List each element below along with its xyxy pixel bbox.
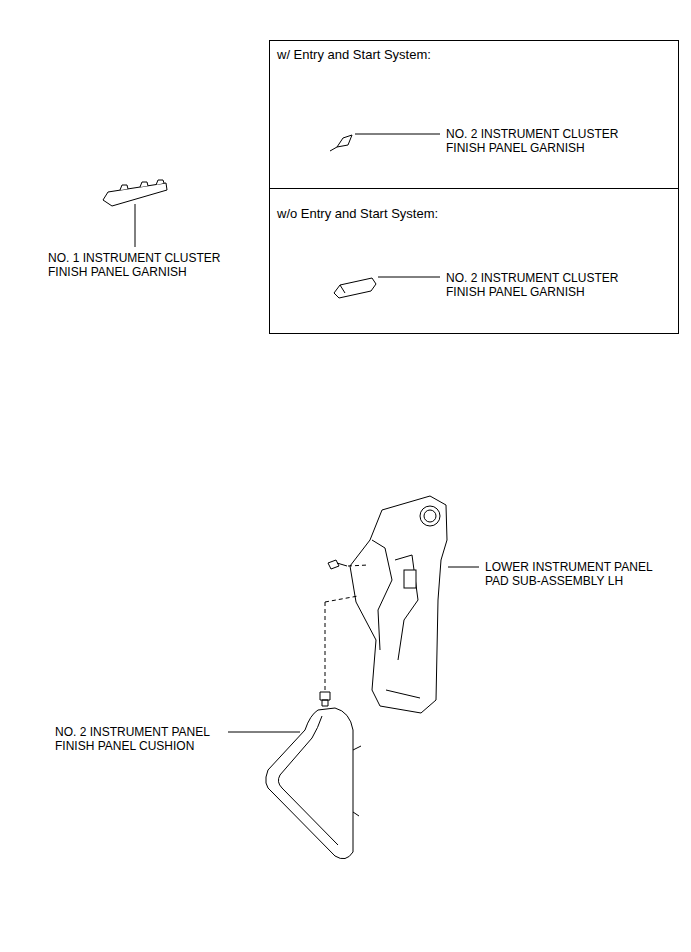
assembly-line <box>325 602 326 690</box>
pad-detail <box>404 570 416 588</box>
assembly-line <box>325 596 358 602</box>
assembly-line <box>348 565 368 566</box>
garnish-edge <box>340 285 345 293</box>
part-name: NO. 1 INSTRUMENT CLUSTER FINISH PANEL GA… <box>48 251 248 280</box>
clip <box>320 692 330 706</box>
garnish-tip <box>330 147 337 151</box>
pad-detail <box>372 540 420 698</box>
pad-part <box>350 496 447 713</box>
variant-box: w/ Entry and Start System: NO. 2 INSTRUME… <box>269 40 679 189</box>
leader-line <box>448 567 479 568</box>
pad-dial <box>424 510 436 522</box>
garnish-tabs <box>120 180 164 190</box>
garnish-part <box>103 183 167 206</box>
garnish-part <box>334 278 376 298</box>
leader-line <box>135 204 136 247</box>
variant-heading: w/ Entry and Start System: <box>277 47 431 63</box>
leader-line <box>378 277 440 278</box>
pad-dial <box>420 506 440 526</box>
part-name: LOWER INSTRUMENT PANEL PAD SUB-ASSEMBLY … <box>485 560 665 589</box>
variant-box: w/o Entry and Start System: NO. 2 INSTRUM… <box>269 188 679 334</box>
part-name: NO. 2 INSTRUMENT PANEL FINISH PANEL CUSH… <box>55 725 235 754</box>
part-name: NO. 2 INSTRUMENT CLUSTER FINISH PANEL GA… <box>446 127 646 156</box>
garnish-part <box>337 135 352 147</box>
part-name: NO. 2 INSTRUMENT CLUSTER FINISH PANEL GA… <box>446 271 646 300</box>
leader-line <box>355 134 440 135</box>
screw <box>328 560 347 569</box>
cushion-detail <box>278 716 361 845</box>
variant-heading: w/o Entry and Start System: <box>277 206 438 222</box>
leader-line <box>228 732 300 733</box>
